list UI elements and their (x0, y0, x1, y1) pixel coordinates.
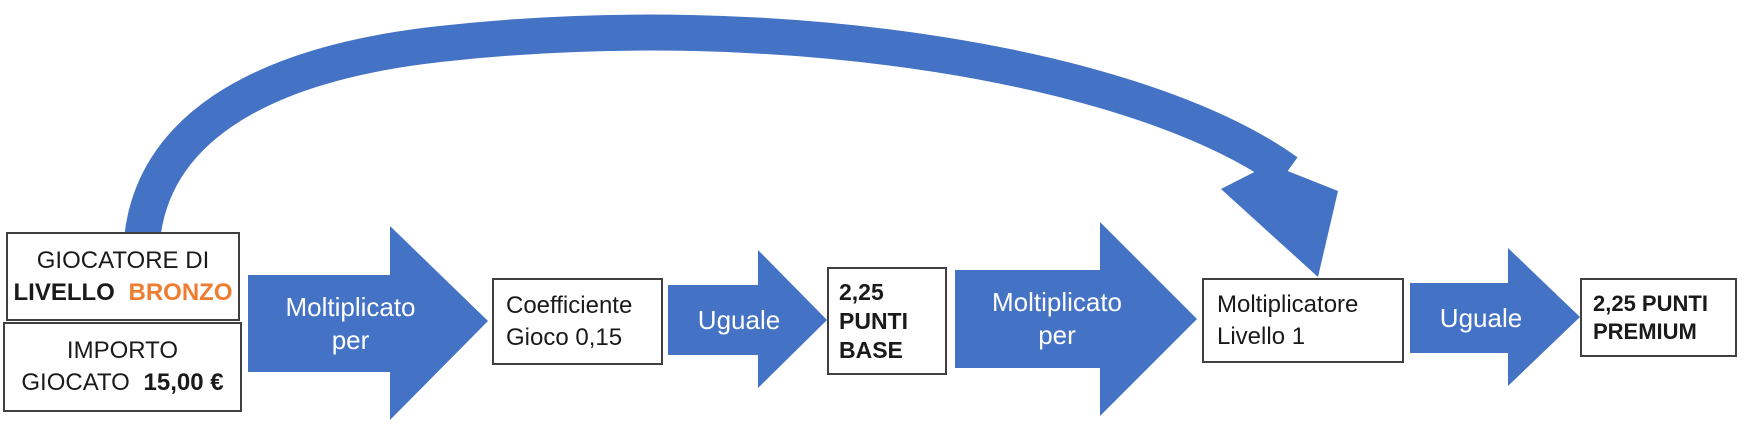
curved-arrow-head-icon (1221, 164, 1338, 277)
amount-played-box: IMPORTO GIOCATO 15,00 € (3, 322, 242, 412)
equals-arrow-2-shape (1410, 248, 1580, 386)
base-points-line1: 2,25 (839, 278, 884, 305)
multiply-arrow-2-shape (955, 222, 1197, 416)
premium-points-line1: 2,25 PUNTI (1593, 290, 1708, 316)
level-multiplier-line2: Livello 1 (1217, 322, 1306, 350)
premium-points-box: 2,25 PUNTI PREMIUM (1580, 278, 1737, 357)
player-level-line1: GIOCATORE DI (36, 246, 210, 274)
coefficient-line2: Gioco 0,15 (506, 323, 623, 351)
base-points-line2: PUNTI (839, 307, 908, 334)
base-points-line3: BASE (839, 336, 903, 363)
amount-line2: GIOCATO 15,00 € (21, 367, 223, 399)
amount-value: 15,00 € (143, 369, 224, 396)
curved-arrow-body (124, 14, 1298, 243)
base-points-box: 2,25 PUNTI BASE (827, 267, 947, 375)
coefficient-line1: Coefficiente (506, 291, 633, 319)
equals-arrow-1-shape (668, 250, 827, 388)
level-multiplier-line1: Moltiplicatore (1217, 290, 1359, 318)
level-label: LIVELLO (13, 278, 115, 306)
player-level-line2: LIVELLO BRONZO (13, 277, 232, 309)
multiply-arrow-1-shape (248, 226, 488, 420)
premium-points-line2: PREMIUM (1593, 318, 1697, 344)
amount-label: GIOCATO (21, 369, 130, 396)
game-coefficient-box: Coefficiente Gioco 0,15 (492, 278, 663, 365)
level-multiplier-box: Moltiplicatore Livello 1 (1202, 278, 1404, 363)
player-level-box: GIOCATORE DI LIVELLO BRONZO (6, 232, 240, 321)
tier-value: BRONZO (128, 278, 233, 306)
amount-line1: IMPORTO (66, 337, 179, 364)
